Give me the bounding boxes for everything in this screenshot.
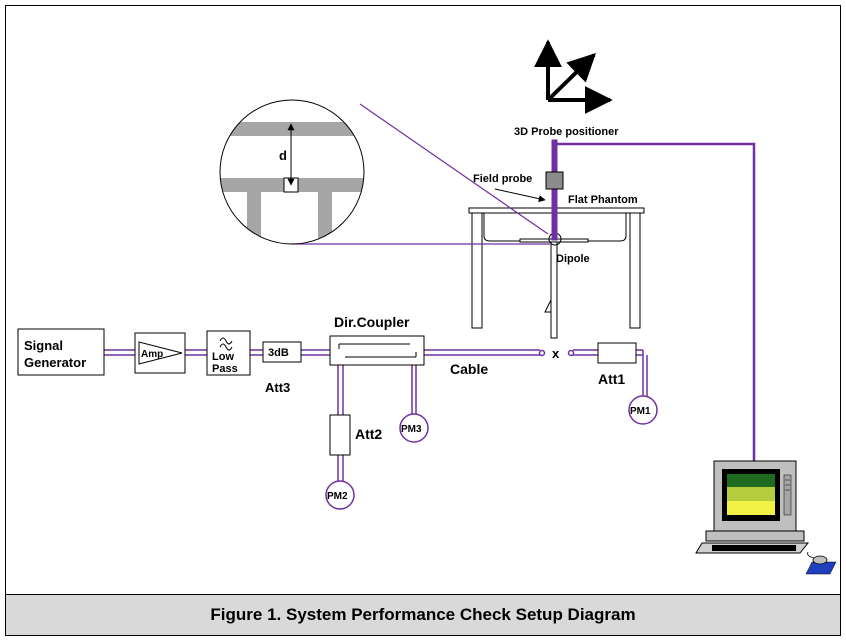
amp-label: Amp — [141, 349, 163, 360]
cable-label: Cable — [450, 361, 488, 377]
dir-coupler-box — [329, 335, 425, 366]
low-pass-label-1: Low — [212, 351, 234, 363]
pm1-meter: PM1 — [628, 395, 658, 425]
signal-generator-label-2: Generator — [24, 355, 86, 370]
distance-d-label: d — [279, 148, 287, 163]
axes-3d-icon — [534, 39, 613, 114]
figure-caption: Figure 1. System Performance Check Setup… — [210, 605, 636, 624]
probe-positioner-label: 3D Probe positioner — [514, 126, 619, 138]
magnified-detail: d — [219, 99, 365, 245]
att1-label: Att1 — [598, 371, 625, 387]
signal-chain-lines — [104, 349, 648, 482]
att3-label: Att3 — [265, 380, 290, 395]
signal-generator-label-1: Signal — [24, 338, 63, 353]
diagram-frame — [5, 5, 841, 636]
signal-generator-box: Signal Generator — [17, 328, 105, 376]
low-pass-box: Low Pass — [206, 330, 251, 376]
pm2-label: PM2 — [327, 491, 348, 502]
computer-icon — [695, 460, 810, 554]
probe-positioner — [545, 139, 756, 462]
flat-phantom-label: Flat Phantom — [568, 194, 638, 206]
field-probe-arrow — [494, 188, 546, 203]
mouse-icon — [805, 551, 837, 575]
att1-box — [597, 342, 637, 364]
pm3-meter: PM3 — [399, 413, 429, 443]
att-3db-label: 3dB — [268, 347, 289, 359]
dipole — [519, 232, 589, 339]
amplifier-box: Amp — [134, 332, 186, 374]
pm2-meter: PM2 — [325, 480, 355, 510]
cable-connector: x — [538, 346, 575, 361]
pm1-label: PM1 — [630, 406, 651, 417]
dipole-label: Dipole — [556, 253, 590, 265]
field-probe-block — [545, 171, 564, 190]
low-pass-label-2: Pass — [212, 363, 238, 375]
amplifier-triangle-icon — [138, 341, 183, 365]
att2-box — [329, 414, 351, 456]
low-pass-filter-icon — [219, 337, 233, 351]
att2-label: Att2 — [355, 426, 382, 442]
att3-box: 3dB — [262, 341, 302, 363]
dir-coupler-label: Dir.Coupler — [334, 314, 410, 330]
pm3-label: PM3 — [401, 424, 422, 435]
zoom-lines — [292, 103, 550, 245]
connector-x-label: x — [552, 346, 560, 361]
field-probe-label: Field probe — [473, 173, 532, 185]
caption-bar: Figure 1. System Performance Check Setup… — [5, 594, 841, 636]
